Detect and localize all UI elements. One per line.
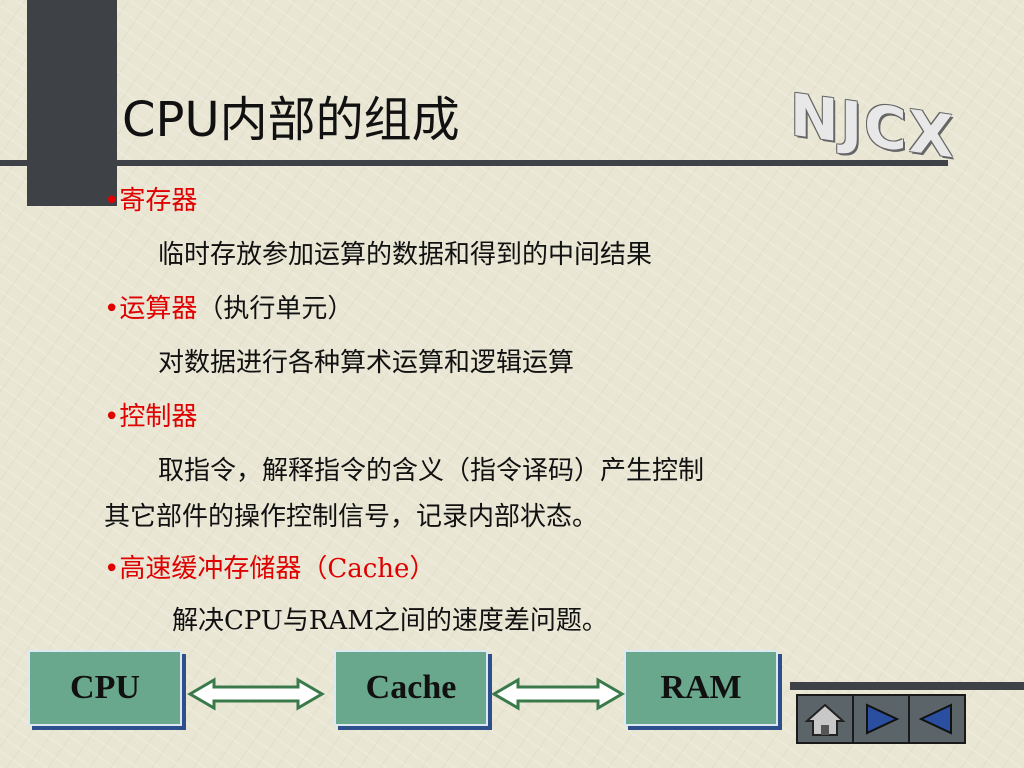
njcx-logo: NJCX xyxy=(790,80,956,172)
ram-box: RAM xyxy=(624,650,778,726)
controller-desc-2: 其它部件的操作控制信号，记录内部状态。 xyxy=(104,502,599,532)
slide-title: CPU内部的组成 xyxy=(122,92,460,148)
cpu-box: CPU xyxy=(28,650,182,726)
cache-desc: 解决CPU与RAM之间的速度差问题。 xyxy=(172,606,608,636)
registers-desc: 临时存放参加运算的数据和得到的中间结果 xyxy=(158,240,653,270)
home-icon xyxy=(804,703,846,736)
cache-ram-arrow xyxy=(491,677,625,711)
home-button[interactable] xyxy=(796,694,854,744)
cpu-cache-arrow xyxy=(187,677,325,711)
bottom-divider xyxy=(790,682,1024,690)
bullet-cache: •高速缓冲存储器（Cache） xyxy=(104,554,436,584)
cache-box: Cache xyxy=(334,650,488,726)
bullet-alu: •运算器（执行单元） xyxy=(104,294,354,324)
bullet-controller: •控制器 xyxy=(104,402,198,432)
alu-desc: 对数据进行各种算术运算和逻辑运算 xyxy=(158,348,575,378)
prev-button[interactable] xyxy=(908,694,966,744)
title-divider xyxy=(0,160,948,166)
bullet-registers: •寄存器 xyxy=(104,186,198,216)
left-decor-bar xyxy=(27,0,117,206)
next-button[interactable] xyxy=(852,694,910,744)
play-right-icon xyxy=(866,703,900,735)
play-left-icon xyxy=(918,703,952,735)
controller-desc-1: 取指令，解释指令的含义（指令译码）产生控制 xyxy=(158,456,705,486)
